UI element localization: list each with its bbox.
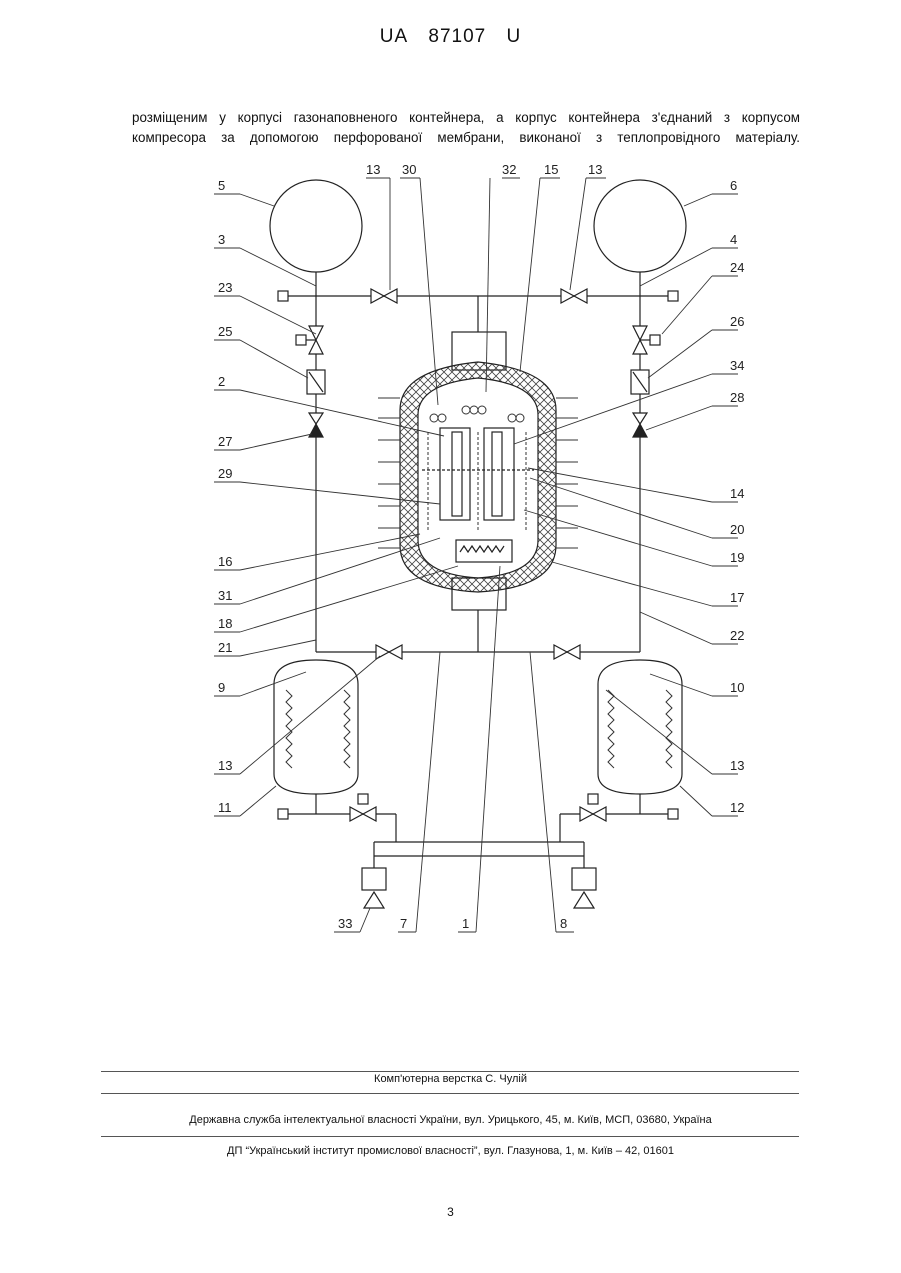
paragraph-line: компресора за допомогою перфорованої мем… xyxy=(132,128,800,148)
fig-label: 19 xyxy=(730,550,744,565)
fig-label: 3 xyxy=(218,232,225,247)
fig-label: 13 xyxy=(218,758,232,773)
doc-number: 87107 xyxy=(428,26,486,47)
fig-label: 8 xyxy=(560,916,567,931)
fig-label: 13 xyxy=(730,758,744,773)
fig-label: 17 xyxy=(730,590,744,605)
fig-label: 31 xyxy=(218,588,232,603)
fig-label: 2 xyxy=(218,374,225,389)
fig-label: 7 xyxy=(400,916,407,931)
fig-label: 10 xyxy=(730,680,744,695)
fig-label: 23 xyxy=(218,280,232,295)
fig-label: 25 xyxy=(218,324,232,339)
fig-label: 9 xyxy=(218,680,225,695)
paragraph-line: розміщеним у корпусі газонаповненого кон… xyxy=(132,108,800,128)
typesetting-credit: Комп'ютерна верстка С. Чулій xyxy=(0,1073,901,1085)
fig-label: 11 xyxy=(218,800,232,815)
fig-label: 26 xyxy=(730,314,744,329)
fig-label: 6 xyxy=(730,178,737,193)
document-header: UA 87107 U xyxy=(0,26,901,48)
fig-label: 1 xyxy=(462,916,469,931)
fig-label: 27 xyxy=(218,434,232,449)
fig-label: 13 xyxy=(588,162,602,177)
page-number: 3 xyxy=(0,1205,901,1219)
tank-circle xyxy=(270,180,362,272)
fig-label: 24 xyxy=(730,260,744,275)
institute-address: ДП “Український інститут промислової вла… xyxy=(0,1145,901,1157)
fig-label: 22 xyxy=(730,628,744,643)
body-paragraph: розміщеним у корпусі газонаповненого кон… xyxy=(132,108,800,148)
fig-label: 29 xyxy=(218,466,232,481)
fig-label: 14 xyxy=(730,486,744,501)
schematic-svg: 5 13 30 32 15 13 6 3 4 24 23 25 26 34 2 … xyxy=(0,150,901,950)
fig-label: 16 xyxy=(218,554,232,569)
fig-label: 4 xyxy=(730,232,737,247)
fig-label: 30 xyxy=(402,162,416,177)
divider xyxy=(101,1093,799,1094)
tank-circle xyxy=(594,180,686,272)
fig-label: 34 xyxy=(730,358,744,373)
fig-label: 5 xyxy=(218,178,225,193)
doc-kind: U xyxy=(507,26,522,47)
office-address: Державна служба інтелектуальної власност… xyxy=(0,1114,901,1126)
fig-label: 32 xyxy=(502,162,516,177)
fig-label: 13 xyxy=(366,162,380,177)
fig-label: 15 xyxy=(544,162,558,177)
technical-drawing: 5 13 30 32 15 13 6 3 4 24 23 25 26 34 2 … xyxy=(0,150,901,950)
fig-label: 18 xyxy=(218,616,232,631)
divider xyxy=(101,1136,799,1137)
divider xyxy=(101,1071,799,1072)
fig-label: 28 xyxy=(730,390,744,405)
fig-label: 33 xyxy=(338,916,352,931)
fig-label: 12 xyxy=(730,800,744,815)
fig-label: 21 xyxy=(218,640,232,655)
fig-label: 20 xyxy=(730,522,744,537)
doc-prefix: UA xyxy=(380,26,408,47)
